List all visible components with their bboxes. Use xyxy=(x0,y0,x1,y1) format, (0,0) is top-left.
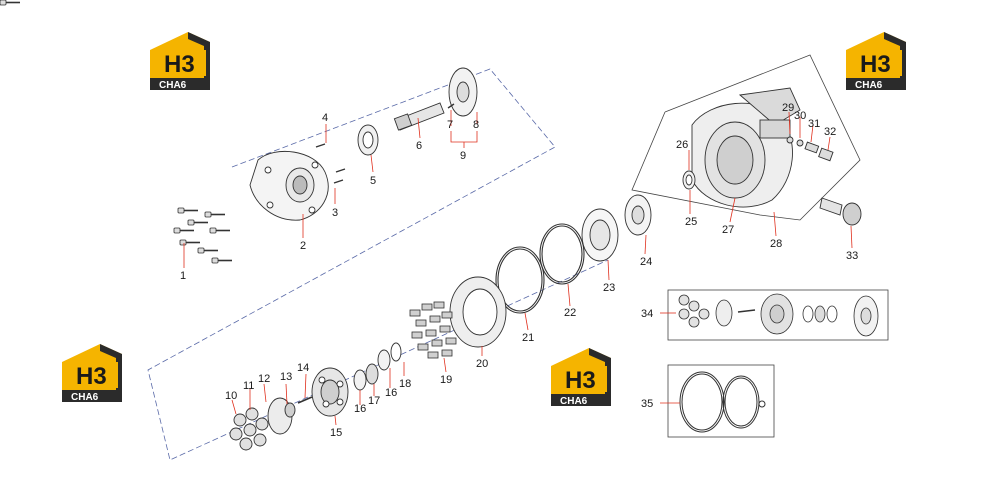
brand-logo: H3 CHA6 xyxy=(150,32,210,91)
assembly-outline-motor xyxy=(631,54,861,221)
logo-mark: H3 xyxy=(565,367,596,394)
logo-mark: H3 xyxy=(164,51,195,78)
parts-16-18-rings xyxy=(353,342,402,391)
callout-14: 14 xyxy=(297,362,309,374)
callout-8: 8 xyxy=(473,119,479,131)
part-24-plate xyxy=(624,194,652,236)
callout-33: 33 xyxy=(846,250,858,262)
callout-5: 5 xyxy=(370,175,376,187)
part-19-springs xyxy=(409,301,457,359)
kit-box-35 xyxy=(667,364,775,438)
part-27-motor-housing xyxy=(691,87,801,208)
part-6-shaft xyxy=(393,102,445,131)
callout-32: 32 xyxy=(824,126,836,138)
callout-26: 26 xyxy=(676,139,688,151)
callout-17: 17 xyxy=(368,395,380,407)
assembly-outline-upper xyxy=(147,68,609,461)
callout-28: 28 xyxy=(770,238,782,250)
callout-34: 34 xyxy=(641,308,653,320)
callout-18: 18 xyxy=(399,378,411,390)
callout-2: 2 xyxy=(300,240,306,252)
callout-35: 35 xyxy=(641,398,653,410)
callout-23: 23 xyxy=(603,282,615,294)
part-1-bolts xyxy=(0,0,233,264)
callout-30: 30 xyxy=(794,110,806,122)
callout-20: 20 xyxy=(476,358,488,370)
callout-27: 27 xyxy=(722,224,734,236)
brand-logo: H3 CHA6 xyxy=(62,344,122,403)
part-23-plate xyxy=(581,208,619,262)
callout-29: 29 xyxy=(782,102,794,114)
part-3-4-pins xyxy=(315,143,346,184)
brand-logo: H3 CHA6 xyxy=(846,32,906,91)
kit-box-34 xyxy=(667,289,889,341)
callout-16b: 16 xyxy=(385,387,397,399)
callout-12: 12 xyxy=(258,373,270,385)
part-2-housing-plate xyxy=(249,150,329,221)
logo-word: CHA6 xyxy=(560,396,588,407)
part-26-seal xyxy=(682,170,696,190)
callout-13: 13 xyxy=(280,371,292,383)
logo-word: CHA6 xyxy=(159,80,187,91)
callout-21: 21 xyxy=(522,332,534,344)
part-5-bearing xyxy=(357,124,379,156)
part-21-ring xyxy=(495,246,545,314)
callout-24: 24 xyxy=(640,256,652,268)
callout-16a: 16 xyxy=(354,403,366,415)
part-33-valve xyxy=(819,197,862,226)
logo-word: CHA6 xyxy=(855,80,883,91)
logo-word: CHA6 xyxy=(71,392,99,403)
kit-35-seals xyxy=(679,371,766,433)
callout-7: 7 xyxy=(447,119,453,131)
logo-mark: H3 xyxy=(860,51,891,78)
callout-11: 11 xyxy=(243,380,254,392)
callout-15: 15 xyxy=(330,427,342,439)
logo-mark: H3 xyxy=(76,363,107,390)
part-15-cylinder-block xyxy=(311,367,349,417)
callout-1: 1 xyxy=(180,270,186,282)
leader-lines xyxy=(183,110,853,426)
callout-3: 3 xyxy=(332,207,338,219)
callout-19: 19 xyxy=(440,374,452,386)
callout-6: 6 xyxy=(416,140,422,152)
callout-9: 9 xyxy=(460,150,466,162)
callout-4: 4 xyxy=(322,112,328,124)
parts-12-14-retainer xyxy=(267,396,313,435)
part-20-ring-gear xyxy=(449,276,507,348)
callout-10: 10 xyxy=(225,390,237,402)
callout-labels: 1 2 3 4 5 6 7 8 9 10 11 12 13 14 15 16 1… xyxy=(180,102,858,439)
brand-logo: H3 CHA6 xyxy=(551,348,611,407)
part-22-ring xyxy=(539,223,585,285)
callout-25: 25 xyxy=(685,216,697,228)
callout-22: 22 xyxy=(564,307,576,319)
part-8-flange xyxy=(447,67,478,117)
parts-29-32-plugs xyxy=(786,136,834,162)
callout-31: 31 xyxy=(808,118,820,130)
kit-34-parts xyxy=(678,293,879,337)
parts-10-11-pistons xyxy=(229,407,269,451)
